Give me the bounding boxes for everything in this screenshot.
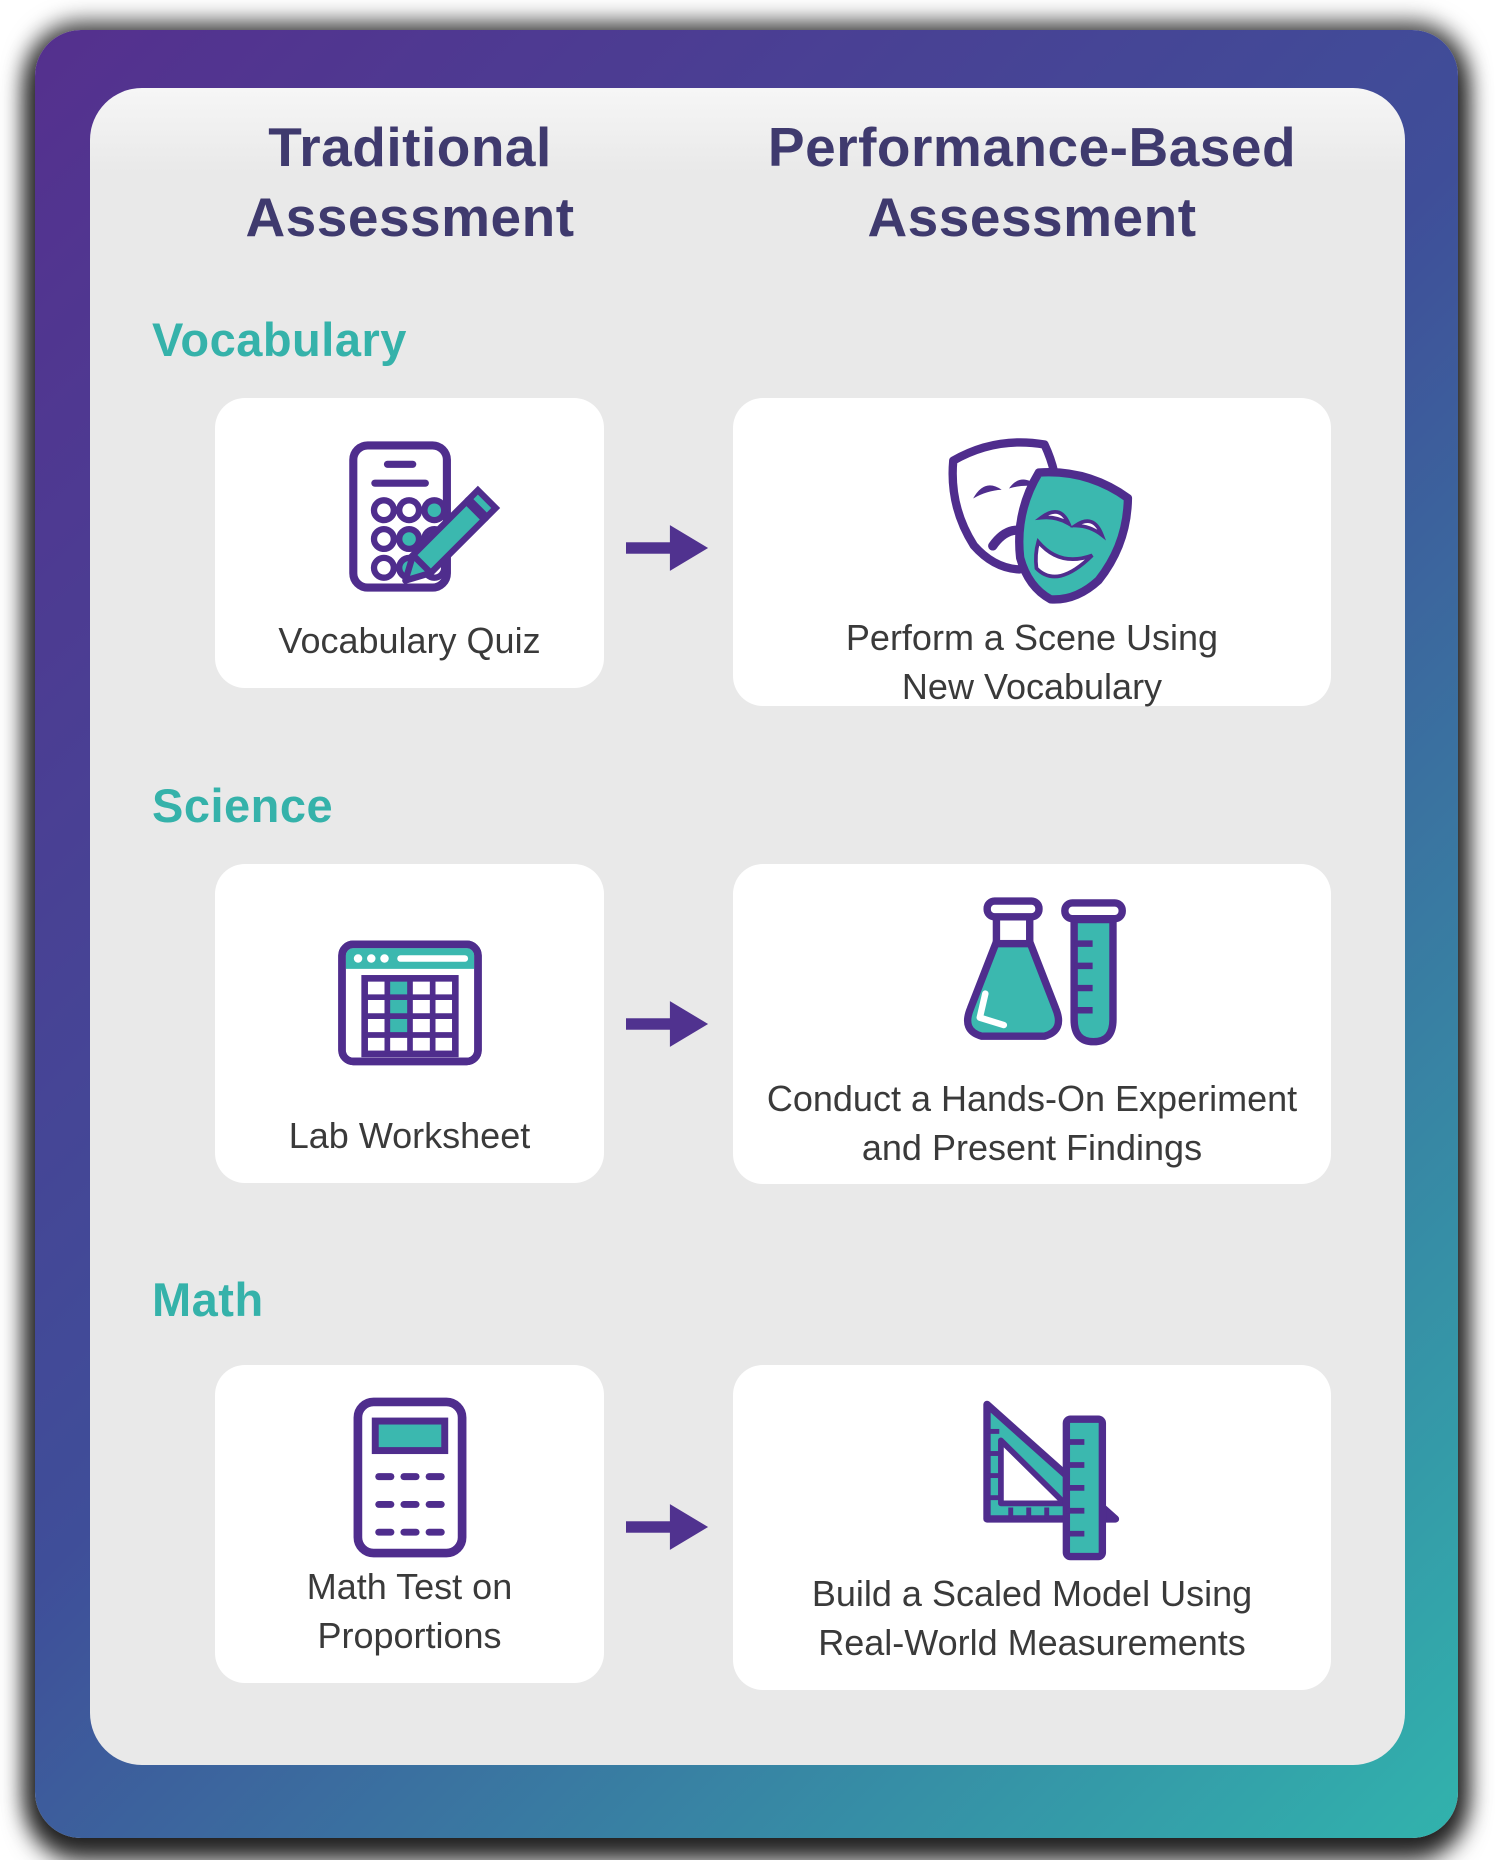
card-label: Build a Scaled Model Using Real-World Me… <box>811 1573 1253 1664</box>
column-header-performance: Performance-Based Assessment <box>732 112 1332 253</box>
card-math-performance: Build a Scaled Model Using Real-World Me… <box>733 1365 1331 1690</box>
card-science-traditional: Lab Worksheet <box>215 864 604 1183</box>
card-science-performance: Conduct a Hands-On Experiment and Presen… <box>733 864 1331 1184</box>
column-header-line: Assessment <box>245 186 575 249</box>
card-label: Vocabulary Quiz <box>278 620 541 662</box>
card-label: Conduct a Hands-On Experiment and Presen… <box>766 1078 1298 1168</box>
lab-worksheet-icon <box>337 940 482 1066</box>
quiz-checklist-icon <box>348 440 500 592</box>
card-vocabulary-performance: Perform a Scene Using New Vocabulary <box>733 398 1331 707</box>
card-vocabulary-traditional: Vocabulary Quiz <box>215 398 604 688</box>
theater-masks-icon <box>948 438 1133 604</box>
column-header-line: Traditional <box>268 116 552 178</box>
section-heading-science: Science <box>152 779 334 832</box>
column-header-line: Performance-Based <box>767 116 1297 178</box>
card-math-traditional: Math Test on Proportions <box>215 1365 604 1683</box>
section-heading-math: Math <box>152 1273 264 1326</box>
arrow-right-icon <box>626 1504 709 1550</box>
arrow-right-icon <box>626 525 709 571</box>
ruler-set-square-icon <box>983 1400 1120 1561</box>
arrow-right-icon <box>626 1001 709 1047</box>
flask-test-tube-icon <box>963 897 1126 1046</box>
card-label: Lab Worksheet <box>288 1115 531 1157</box>
card-label: Perform a Scene Using New Vocabulary <box>845 617 1219 707</box>
card-label: Math Test on Proportions <box>306 1566 513 1657</box>
section-heading-vocabulary: Vocabulary <box>152 313 407 366</box>
calculator-icon <box>353 1397 466 1557</box>
column-header-traditional: Traditional Assessment <box>110 112 710 253</box>
column-header-line: Assessment <box>867 186 1197 249</box>
